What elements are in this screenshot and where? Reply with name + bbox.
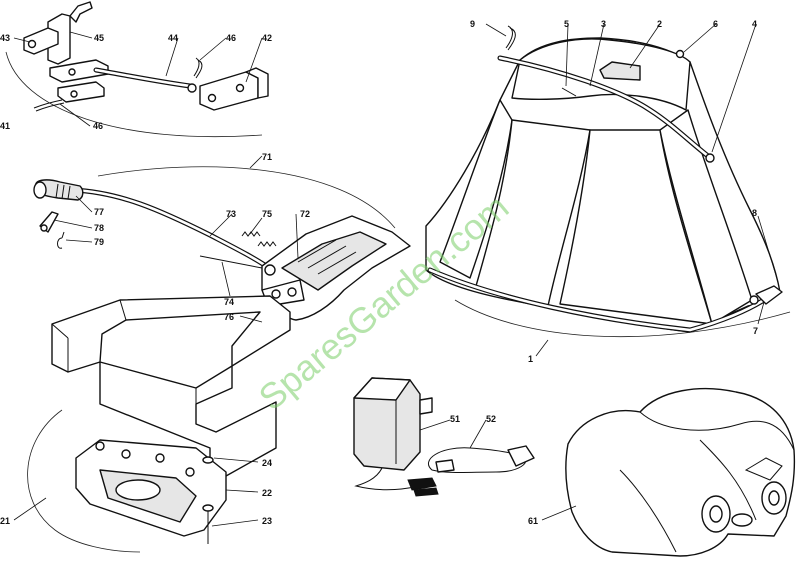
group-arc-41 — [5, 51, 263, 138]
label-76: 76 — [224, 312, 234, 322]
part-number-labels: 43 45 44 46 42 41 46 71 77 78 79 73 75 7… — [0, 19, 758, 526]
label-5: 5 — [564, 19, 569, 29]
group-arc-71 — [97, 166, 396, 229]
label-46-top: 46 — [226, 33, 236, 43]
label-4: 4 — [752, 19, 757, 29]
group-arc-21 — [27, 409, 141, 553]
label-1: 1 — [528, 354, 533, 364]
label-77: 77 — [94, 207, 104, 217]
label-44: 44 — [168, 33, 178, 43]
label-42: 42 — [262, 33, 272, 43]
label-9: 9 — [470, 19, 475, 29]
label-23: 23 — [262, 516, 272, 526]
label-52: 52 — [486, 414, 496, 424]
label-22: 22 — [262, 488, 272, 498]
pedal-bracket-assembly — [23, 1, 269, 112]
label-45: 45 — [94, 33, 104, 43]
label-3: 3 — [601, 19, 606, 29]
label-43: 43 — [0, 33, 10, 43]
label-21: 21 — [0, 516, 10, 526]
label-61: 61 — [528, 516, 538, 526]
label-7: 7 — [753, 326, 758, 336]
label-6: 6 — [713, 19, 718, 29]
grass-catcher-assembly — [425, 25, 783, 333]
label-8: 8 — [752, 208, 757, 218]
label-41: 41 — [0, 121, 10, 131]
label-71: 71 — [262, 152, 272, 162]
label-73: 73 — [226, 209, 236, 219]
group-arc-1 — [454, 299, 791, 338]
label-2: 2 — [657, 19, 662, 29]
label-79: 79 — [94, 237, 104, 247]
label-72: 72 — [300, 209, 310, 219]
label-75: 75 — [262, 209, 272, 219]
label-74: 74 — [224, 297, 234, 307]
counterweight-assembly — [51, 295, 291, 544]
leader-lines — [13, 23, 779, 527]
label-24: 24 — [262, 458, 272, 468]
lever-assembly — [33, 179, 411, 328]
mower-cover — [565, 387, 796, 557]
label-46-bottom: 46 — [93, 121, 103, 131]
label-78: 78 — [94, 223, 104, 233]
battery-charger-assembly — [353, 377, 535, 497]
label-51: 51 — [450, 414, 460, 424]
